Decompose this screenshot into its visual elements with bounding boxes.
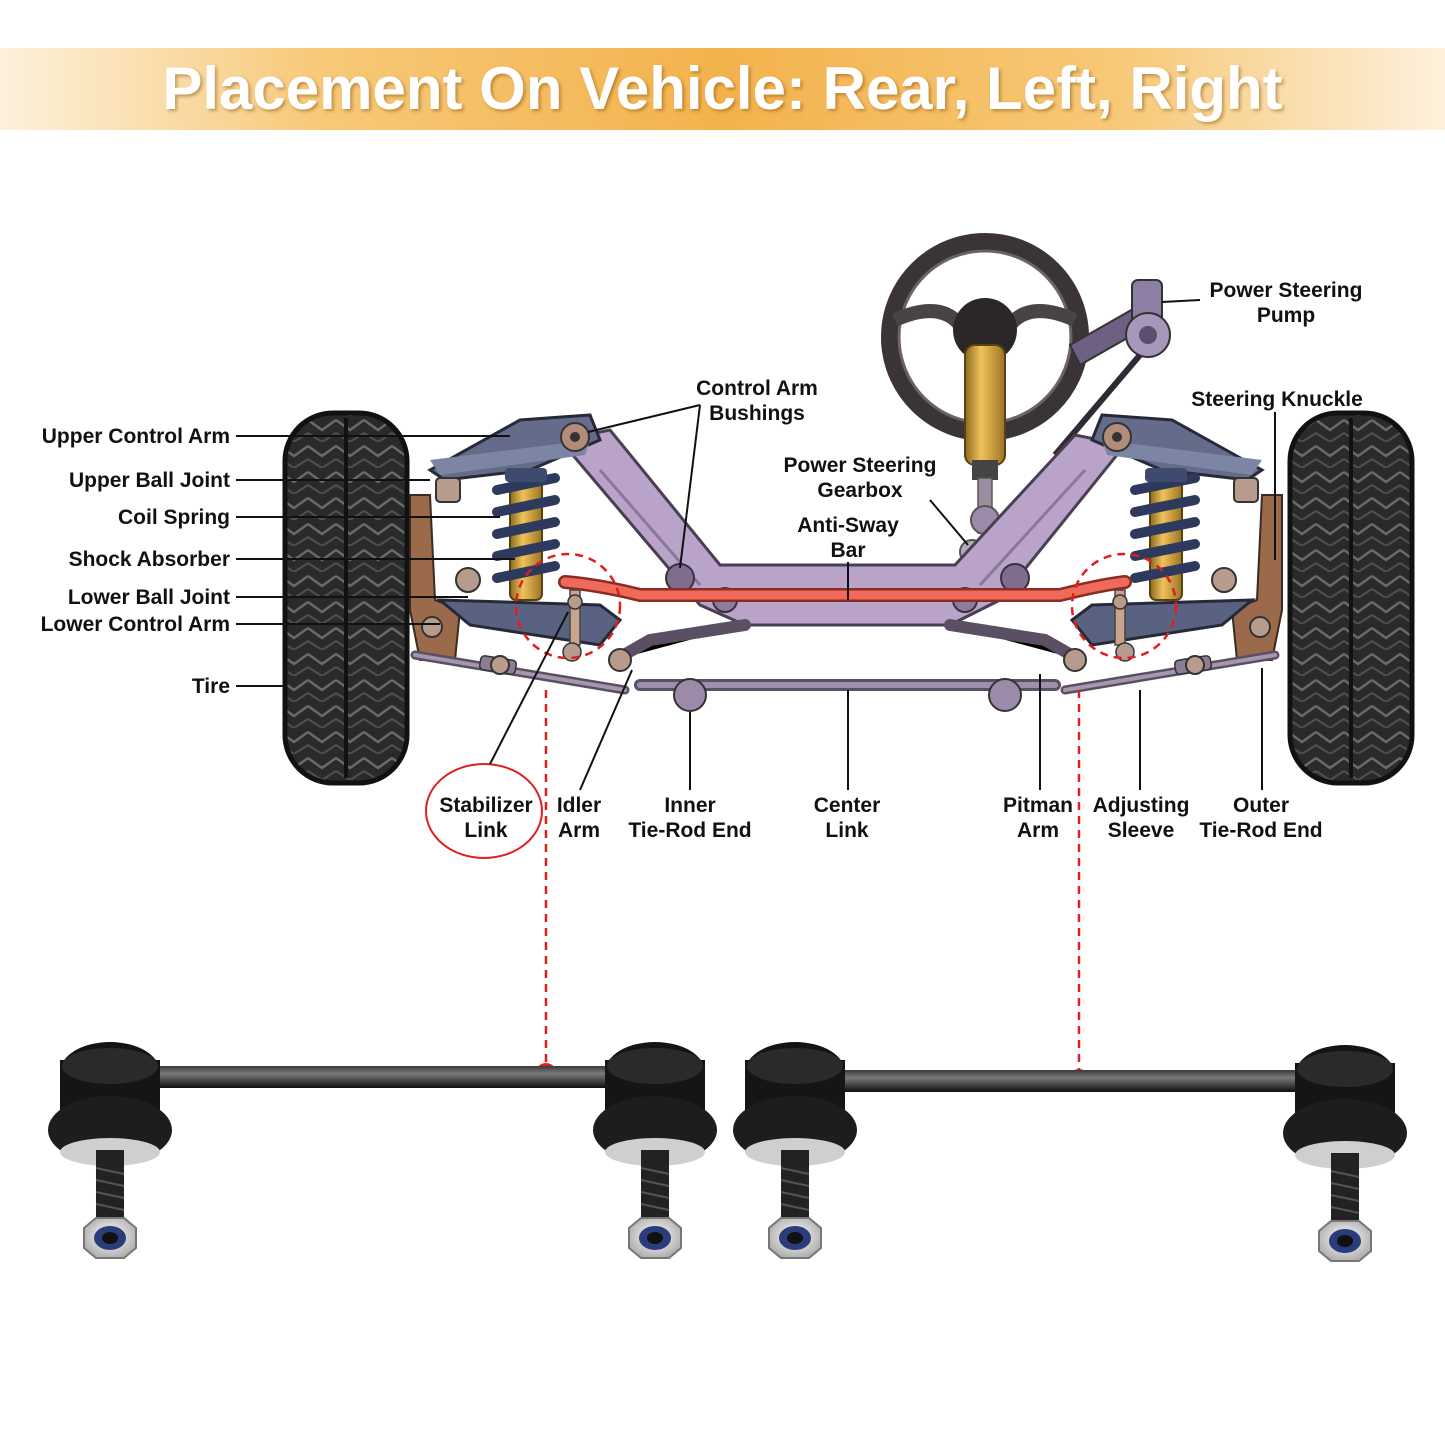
power-steering-pump — [1052, 279, 1171, 457]
label-coil-spring: Coil Spring — [118, 506, 230, 529]
stabilizer-link-callout-ring — [425, 763, 543, 859]
label-power-steering-pump-1: Power Steering — [1210, 279, 1363, 302]
label-center-link-2: Link — [825, 819, 868, 842]
label-power-steering-gearbox-2: Gearbox — [817, 479, 903, 502]
stabilizer-link-product-right — [733, 1042, 1407, 1262]
label-lower-ball-joint: Lower Ball Joint — [68, 586, 230, 609]
label-upper-ball-joint: Upper Ball Joint — [69, 469, 230, 492]
steering-linkage — [410, 619, 1280, 712]
tire-right — [1287, 410, 1415, 786]
label-upper-control-arm: Upper Control Arm — [42, 425, 230, 448]
label-anti-sway-bar-2: Bar — [830, 539, 865, 562]
highlight-markers — [514, 552, 1178, 1070]
label-stabilizer-link-2: Link — [464, 819, 507, 842]
label-power-steering-pump-2: Pump — [1257, 304, 1315, 327]
label-pitman-arm-1: Pitman — [1003, 794, 1073, 817]
stabilizer-link-product-left — [48, 1042, 717, 1259]
label-inner-tie-rod-end-2: Tie-Rod End — [628, 819, 751, 842]
label-power-steering-gearbox-1: Power Steering — [784, 454, 937, 477]
label-lower-control-arm: Lower Control Arm — [41, 613, 230, 636]
labels: Upper Control Arm Upper Ball Joint Coil … — [41, 279, 1363, 842]
title-banner: Placement On Vehicle: Rear, Left, Right — [0, 48, 1445, 130]
label-control-arm-bushings-2: Bushings — [709, 402, 805, 425]
banner-title: Placement On Vehicle: Rear, Left, Right — [162, 55, 1283, 122]
label-center-link-1: Center — [814, 794, 881, 817]
label-outer-tie-rod-end-1: Outer — [1233, 794, 1289, 817]
label-inner-tie-rod-end-1: Inner — [664, 794, 715, 817]
label-tire: Tire — [192, 675, 230, 698]
label-control-arm-bushings-1: Control Arm — [696, 377, 818, 400]
anti-sway-bar — [558, 575, 1132, 602]
leader-lines — [236, 299, 1276, 791]
label-anti-sway-bar-1: Anti-Sway — [797, 514, 899, 537]
label-pitman-arm-2: Arm — [1017, 819, 1059, 842]
label-outer-tie-rod-end-2: Tie-Rod End — [1199, 819, 1322, 842]
label-adjusting-sleeve-2: Sleeve — [1108, 819, 1175, 842]
label-stabilizer-link-1: Stabilizer — [439, 794, 532, 817]
label-shock-absorber: Shock Absorber — [69, 548, 230, 571]
label-adjusting-sleeve-1: Adjusting — [1093, 794, 1190, 817]
label-idler-arm-1: Idler — [557, 794, 601, 817]
right-suspension — [1069, 413, 1283, 661]
stabilizer-links-diagram — [562, 589, 1135, 662]
label-idler-arm-2: Arm — [558, 819, 600, 842]
label-steering-knuckle: Steering Knuckle — [1191, 388, 1363, 411]
